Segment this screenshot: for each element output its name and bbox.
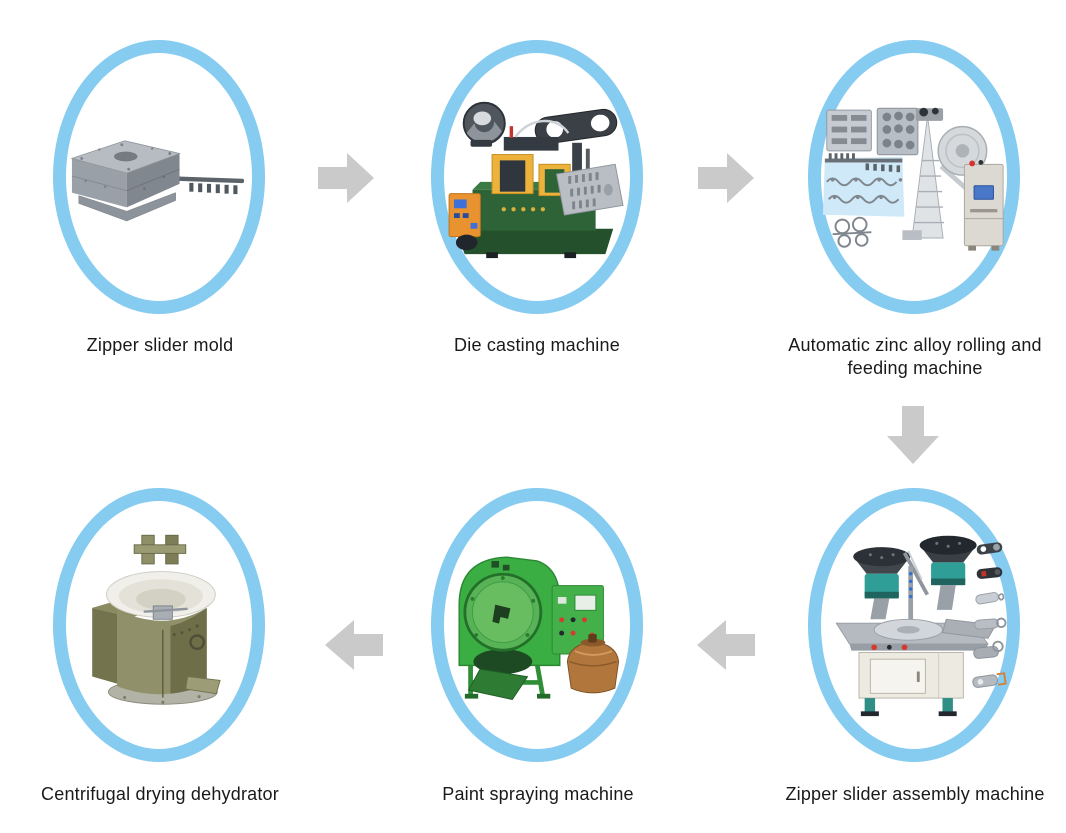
stage-oval-centrifugal-dehydrator	[53, 488, 265, 762]
step-label-zipper-slider-mold: Zipper slider mold	[86, 335, 234, 355]
step-label-rolling-feeding-machine: Automatic zinc alloy rolling and feeding…	[788, 335, 1042, 379]
arrow-right-icon	[698, 153, 754, 203]
centrifugal-drying-dehydrator-photo	[92, 534, 221, 705]
paint-spraying-machine-photo	[458, 555, 620, 700]
stage-oval-paint-spraying-machine	[431, 488, 643, 762]
arrow-right-icon	[318, 153, 374, 203]
arrow-down-icon	[887, 406, 939, 464]
step-label-assembly-machine: Zipper slider assembly machine	[785, 784, 1045, 804]
step-label-die-casting-machine: Die casting machine	[454, 335, 620, 355]
arrow-left-icon	[697, 620, 755, 670]
zipper-slider-assembly-machine-photo	[835, 535, 1007, 717]
stage-oval-assembly-machine	[808, 488, 1020, 762]
stage-oval-die-casting-machine	[431, 40, 643, 314]
rolling-and-feeding-machine-photo	[822, 107, 1004, 251]
step-label-centrifugal-dehydrator: Centrifugal drying dehydrator	[41, 784, 279, 804]
die-casting-machine-photo	[448, 101, 624, 259]
step-label-paint-spraying-machine: Paint spraying machine	[442, 784, 634, 804]
arrow-left-icon	[325, 620, 383, 670]
stage-oval-rolling-feeding-machine	[808, 40, 1020, 314]
zipper-slider-mold-photo	[70, 140, 245, 222]
stage-oval-zipper-slider-mold	[53, 40, 265, 314]
